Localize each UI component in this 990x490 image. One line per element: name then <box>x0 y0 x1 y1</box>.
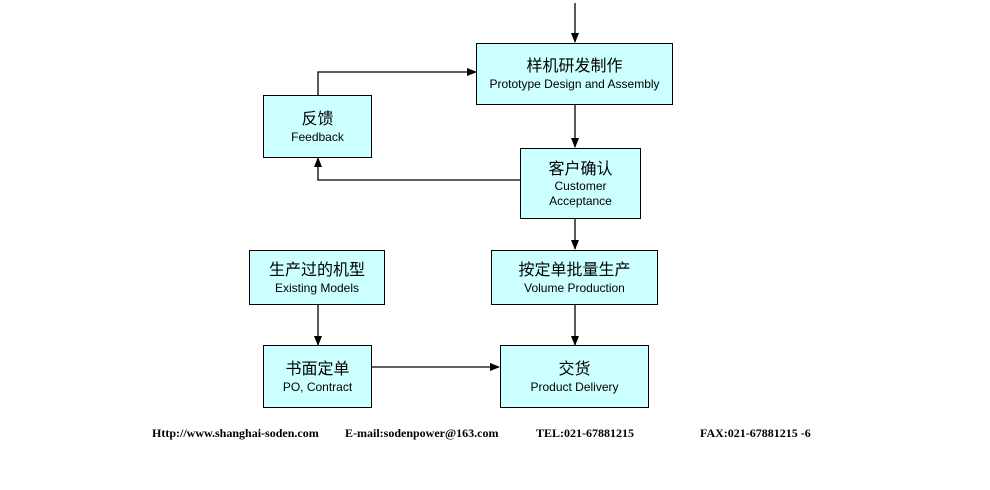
node-po-contract: 书面定单 PO, Contract <box>263 345 372 408</box>
node-acceptance-en: Customer Acceptance <box>549 178 612 208</box>
node-prototype-zh: 样机研发制作 <box>526 56 623 75</box>
arrow-feedback-to-prototype <box>317 68 477 95</box>
node-feedback: 反馈 Feedback <box>263 95 372 158</box>
footer-tel: TEL:021-67881215 <box>536 426 635 440</box>
node-product-delivery-zh: 交货 <box>558 358 591 378</box>
node-prototype-en: Prototype Design and Assembly <box>489 77 660 91</box>
node-acceptance-zh: 客户确认 <box>548 158 613 178</box>
node-volume-production-zh: 按定单批量生产 <box>518 259 631 279</box>
node-feedback-en: Feedback <box>291 129 344 144</box>
node-volume-production-en: Volume Production <box>524 280 625 295</box>
node-po-contract-en: PO, Contract <box>282 379 353 394</box>
node-prototype: 样机研发制作 Prototype Design and Assembly <box>476 43 673 105</box>
footer-website[interactable]: Http://www.shanghai-soden.com <box>152 426 319 440</box>
node-acceptance: 客户确认 Customer Acceptance <box>520 148 641 219</box>
node-product-delivery-en: Product Delivery <box>530 379 619 394</box>
node-volume-production: 按定单批量生产 Volume Production <box>491 250 658 305</box>
footer-fax: FAX:021-67881215 -6 <box>700 426 811 440</box>
node-existing-models: 生产过的机型 Existing Models <box>249 250 385 305</box>
footer-email[interactable]: E-mail:sodenpower@163.com <box>345 426 499 440</box>
node-po-contract-zh: 书面定单 <box>285 358 350 378</box>
arrow-acceptance-to-feedback <box>314 157 521 181</box>
node-feedback-zh: 反馈 <box>301 108 334 128</box>
node-product-delivery: 交货 Product Delivery <box>500 345 649 408</box>
node-existing-models-zh: 生产过的机型 <box>268 259 365 279</box>
node-existing-models-en: Existing Models <box>274 280 360 295</box>
